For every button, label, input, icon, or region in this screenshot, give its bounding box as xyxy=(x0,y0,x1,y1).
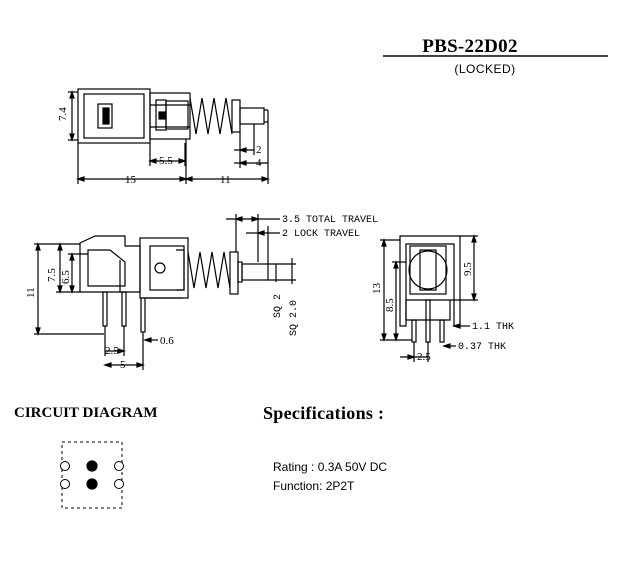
sq-shaft-label: SQ 2 xyxy=(273,294,284,318)
side-height-total-label: 11 xyxy=(25,287,37,298)
lock-travel-label: 2 LOCK TRAVEL xyxy=(282,229,360,240)
spec-function: Function: 2P2T xyxy=(273,479,355,493)
circuit-heading: CIRCUIT DIAGRAM xyxy=(14,405,158,421)
side-view xyxy=(34,214,296,370)
top-view xyxy=(68,88,270,184)
pin-thickness-label: 0.37 THK xyxy=(458,342,506,353)
spec-rating: Rating : 0.3A 50V DC xyxy=(273,460,388,474)
top-body-length-label: 15 xyxy=(125,174,137,186)
front-height-body-label: 9.5 xyxy=(462,262,474,276)
top-pitch-label: 5.5 xyxy=(159,155,173,167)
frame-thickness-label: 1.1 THK xyxy=(472,322,514,333)
circuit-diagram xyxy=(60,441,124,509)
top-height-label: 7.4 xyxy=(57,107,69,121)
top-shaft-length-label: 11 xyxy=(220,174,231,186)
front-height-frame-label: 8.5 xyxy=(384,298,396,312)
variant-label: (LOCKED) xyxy=(454,62,516,76)
model-title: PBS-22D02 xyxy=(422,36,518,57)
side-pin-width-label: 0.6 xyxy=(160,335,174,347)
top-shaft-label: 4 xyxy=(256,157,262,169)
front-pin-pitch-label: 2.5 xyxy=(417,351,431,363)
front-height-total-label: 13 xyxy=(371,283,383,295)
side-height-body-label: 7.5 xyxy=(46,268,58,282)
side-pin-span-label: 5 xyxy=(120,359,126,371)
spec-heading: Specifications : xyxy=(263,403,385,423)
side-height-upper-label: 6.5 xyxy=(60,270,72,284)
sq-tip-label: SQ 2.0 xyxy=(289,300,300,336)
total-travel-label: 3.5 TOTAL TRAVEL xyxy=(282,215,378,226)
top-stroke-label: 2 xyxy=(256,144,262,156)
side-pin-pitch-label: 2.5 xyxy=(105,345,119,357)
front-view xyxy=(380,234,478,362)
